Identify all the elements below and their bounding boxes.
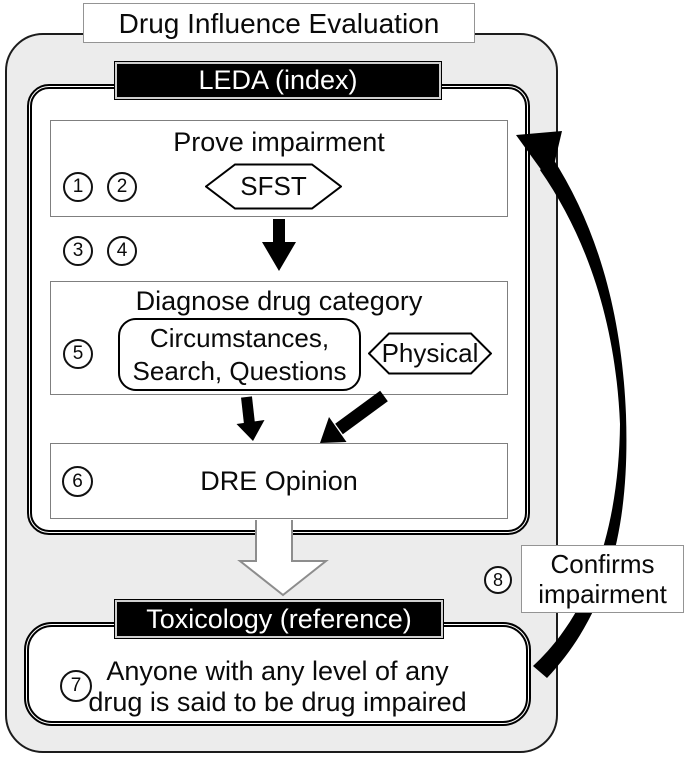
search-questions-line: Search, Questions (132, 356, 347, 386)
physical-hexagon: Physical (368, 332, 492, 375)
toxicology-line-2: drug is said to be drug impaired (88, 687, 467, 717)
dre-opinion-title: DRE Opinion (200, 465, 358, 496)
page-title-box: Drug Influence Evaluation (83, 3, 475, 43)
prove-impairment-title: Prove impairment (173, 127, 385, 157)
toxicology-panel: Anyone with any level of any drug is sai… (24, 622, 531, 726)
circumstances-line: Circumstances, (149, 323, 330, 353)
badge-8: 8 (484, 566, 512, 594)
toxicology-header-bar: Toxicology (reference) (114, 599, 444, 639)
confirms-line-1: Confirms (550, 549, 655, 579)
toxicology-text: Anyone with any level of any drug is sai… (29, 653, 526, 718)
leda-header-bar: LEDA (index) (114, 61, 442, 100)
page-title: Drug Influence Evaluation (118, 8, 440, 39)
badge-3: 3 (63, 236, 93, 266)
sfst-label: SFST (240, 171, 307, 201)
hexagon-shape (205, 163, 342, 210)
badge-2: 2 (107, 172, 137, 202)
toxicology-label: Toxicology (reference) (146, 603, 412, 634)
physical-label: Physical (381, 338, 479, 368)
toxicology-line-1: Anyone with any level of any (106, 656, 449, 686)
dre-opinion-box: DRE Opinion (50, 443, 508, 519)
diagnose-title: Diagnose drug category (135, 286, 423, 316)
leda-label: LEDA (index) (198, 65, 358, 95)
badge-6: 6 (62, 466, 93, 497)
badge-7: 7 (60, 670, 92, 702)
circumstances-search-questions-box: Circumstances, Search, Questions (118, 318, 361, 391)
confirms-line-2: impairment (538, 579, 667, 609)
confirms-impairment-box: Confirms impairment (521, 545, 684, 613)
badge-4: 4 (107, 236, 137, 266)
badge-5: 5 (63, 339, 93, 369)
badge-1: 1 (63, 172, 93, 202)
sfst-hexagon: SFST (205, 163, 342, 210)
hexagon-shape (368, 332, 492, 375)
